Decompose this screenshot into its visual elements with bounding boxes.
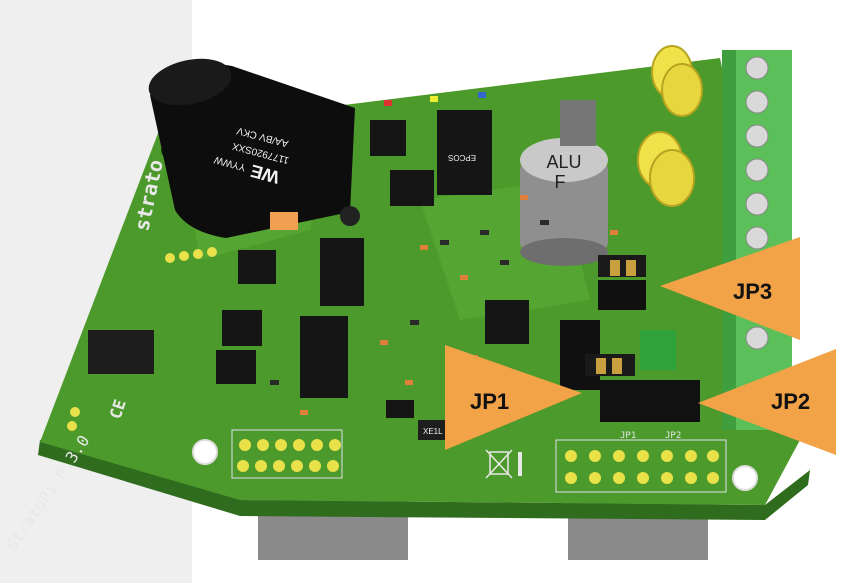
terminal-side bbox=[722, 50, 736, 430]
led-blue bbox=[478, 92, 486, 98]
callout-arrow-jp3 bbox=[660, 237, 800, 340]
callout-label-jp1: JP1 bbox=[470, 389, 509, 414]
electrolytic-capacitor bbox=[520, 160, 608, 252]
ic-chip bbox=[222, 310, 262, 346]
capacitor-label-2: F bbox=[555, 172, 566, 192]
gpio-header-right bbox=[555, 439, 727, 493]
capacitor-label-1: ALU bbox=[546, 152, 581, 172]
ic-chip bbox=[238, 250, 276, 284]
capacitor-bottom bbox=[520, 238, 608, 266]
callout-label-jp3: JP3 bbox=[733, 279, 772, 304]
silk-jp1: JP1 bbox=[620, 431, 636, 441]
jumper-pin bbox=[610, 260, 620, 276]
ic-chip-ssop bbox=[88, 330, 154, 374]
epcos-choke bbox=[437, 110, 492, 195]
ic-label: XE1L bbox=[423, 427, 443, 436]
green-block bbox=[640, 330, 676, 370]
ic-chip bbox=[418, 420, 452, 440]
smd-resistors bbox=[270, 220, 549, 385]
ic-chip bbox=[300, 316, 348, 398]
callout-arrow-jp2 bbox=[698, 349, 836, 455]
mounting-hole bbox=[732, 465, 758, 491]
jumper-pin bbox=[596, 358, 606, 374]
inductor-top bbox=[148, 58, 232, 106]
ic-chip bbox=[320, 238, 364, 306]
mounting-hole bbox=[192, 439, 218, 465]
inductor bbox=[150, 63, 355, 239]
power-mosfet bbox=[390, 170, 434, 206]
led-red bbox=[384, 100, 392, 106]
weee-symbol bbox=[485, 449, 522, 479]
gpio-header-left bbox=[231, 429, 343, 479]
silk-jp2: JP2 bbox=[665, 431, 681, 441]
callout-arrow-jp1 bbox=[445, 345, 582, 450]
ic-chip bbox=[485, 300, 529, 344]
led-yellow bbox=[430, 96, 438, 102]
pcb-edge bbox=[38, 440, 810, 520]
diode-bridge bbox=[560, 100, 596, 146]
small-inductor bbox=[340, 206, 360, 226]
capacitor-top bbox=[520, 138, 608, 182]
ic-chip bbox=[386, 400, 414, 418]
header-jp1-jp2 bbox=[600, 380, 700, 422]
jumper-pin bbox=[612, 358, 622, 374]
terminal-screws bbox=[745, 56, 769, 350]
epcos-label: EPCOS bbox=[448, 153, 476, 162]
small-header-pads bbox=[67, 247, 217, 431]
callout-label-jp2: JP2 bbox=[771, 389, 810, 414]
jumper-pin bbox=[626, 260, 636, 276]
header-jp3 bbox=[598, 280, 646, 310]
varistor bbox=[661, 63, 703, 117]
varistor bbox=[649, 149, 695, 207]
tantalum-cap bbox=[270, 212, 298, 230]
jumper-jp3 bbox=[598, 255, 646, 277]
jumper-jp1 bbox=[585, 354, 635, 376]
ic-chip bbox=[370, 120, 406, 156]
ic-chip bbox=[216, 350, 256, 384]
